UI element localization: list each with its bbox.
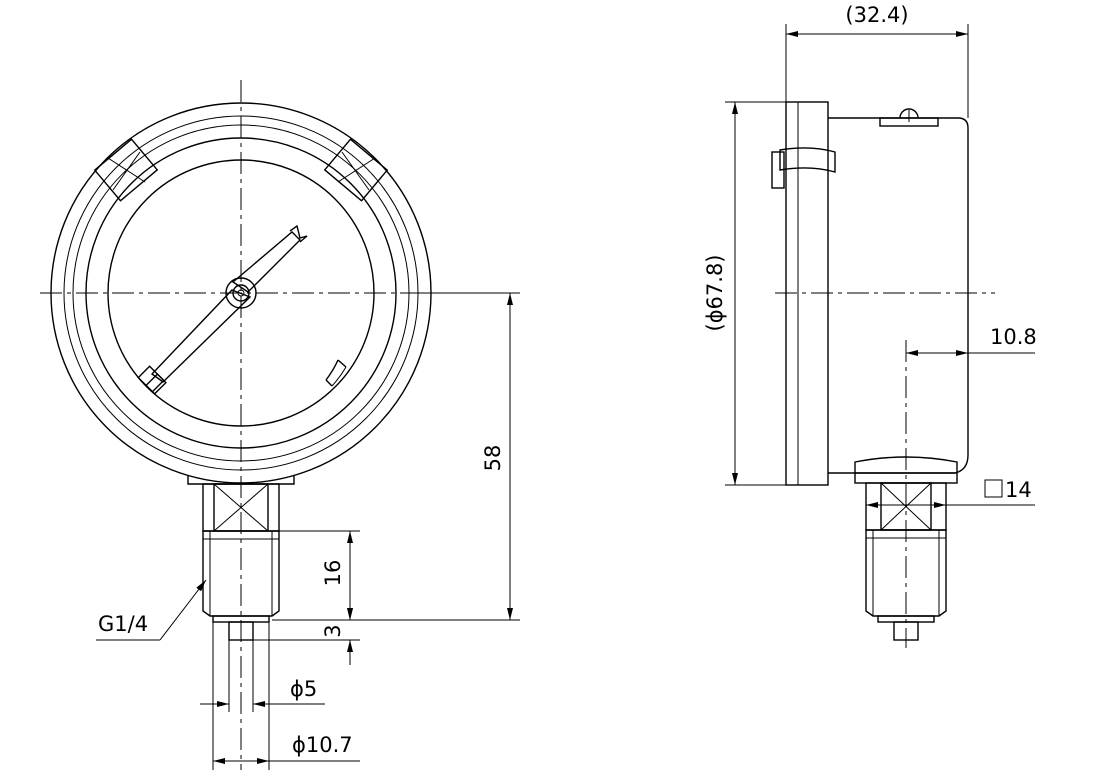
- label-58: 58: [481, 445, 505, 472]
- leader-g14: G1/4: [96, 579, 207, 641]
- clip-right: [323, 138, 389, 202]
- dim-3: 3: [253, 600, 360, 665]
- label-phi67-8: (ϕ67.8): [703, 255, 727, 332]
- bezel-inner: [85, 137, 397, 449]
- dial-face: [107, 159, 375, 427]
- dim-phi5: ϕ5: [200, 640, 325, 712]
- dim-10-8: 10.8: [906, 325, 1037, 356]
- dim-phi67-8: (ϕ67.8): [703, 101, 786, 486]
- label-16: 16: [321, 560, 345, 587]
- side-socket: [854, 456, 958, 641]
- side-clip: [771, 147, 836, 189]
- pointer-needle: [137, 224, 308, 395]
- label-phi5: ϕ5: [290, 677, 317, 701]
- side-case: [828, 117, 969, 474]
- bezel-ring-2: [63, 115, 419, 471]
- front-view: 58 16 3 ϕ5 ϕ10: [40, 80, 520, 770]
- side-view: (32.4) (ϕ67.8) 10.8 14: [703, 3, 1037, 648]
- dim-hex-14: 14: [866, 478, 1035, 508]
- bezel-ring-3: [72, 124, 410, 462]
- scale-end-mark: [325, 359, 339, 381]
- dim-58: 58: [272, 292, 520, 621]
- label-32-4: (32.4): [845, 3, 908, 27]
- label-3: 3: [321, 624, 345, 637]
- clip-left: [93, 138, 159, 202]
- dim-32-4: (32.4): [785, 3, 969, 118]
- label-phi10-7: ϕ10.7: [292, 733, 353, 757]
- label-g14: G1/4: [98, 612, 148, 636]
- side-top-plug: [879, 108, 939, 127]
- label-hex-14: 14: [1005, 478, 1032, 502]
- dim-16: 16: [279, 530, 360, 620]
- square-symbol: [984, 479, 1003, 498]
- label-10-8: 10.8: [990, 325, 1037, 349]
- dim-phi10-7: ϕ10.7: [212, 622, 360, 770]
- pointer-hub: [225, 277, 257, 309]
